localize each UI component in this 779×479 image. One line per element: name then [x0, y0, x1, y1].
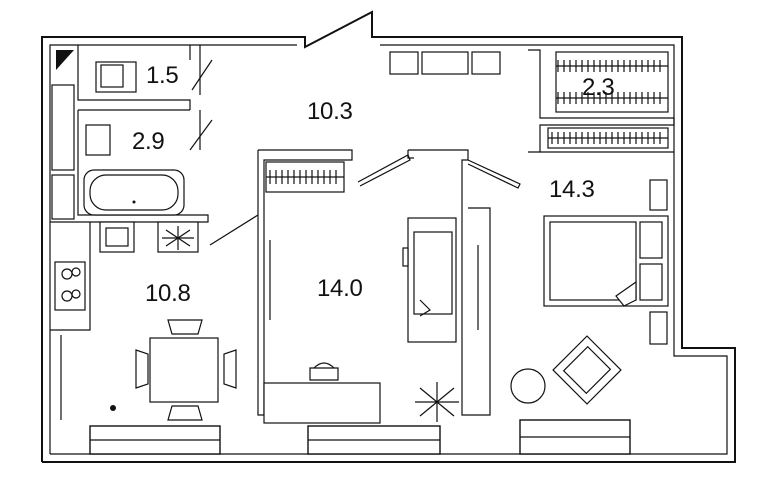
- bedroom-furniture: [510, 179, 669, 405]
- interior-walls: [50, 45, 675, 416]
- area-label-bathroom-small: 1.5: [146, 62, 179, 89]
- area-label-bedroom: 14.3: [549, 176, 595, 203]
- kitchen-fixtures: [54, 221, 237, 421]
- entrance-storage: [389, 51, 501, 75]
- area-label-living-room: 14.0: [317, 275, 363, 302]
- area-label-hallway: 10.3: [307, 98, 353, 125]
- doors: [60, 59, 521, 420]
- area-label-bathroom: 2.9: [132, 128, 165, 155]
- sanitary-fixtures: [56, 50, 185, 216]
- windows: [89, 419, 631, 455]
- area-label-storage: 2.3: [582, 74, 615, 101]
- living-room-furniture: [263, 217, 459, 424]
- area-label-kitchen: 10.8: [145, 280, 191, 307]
